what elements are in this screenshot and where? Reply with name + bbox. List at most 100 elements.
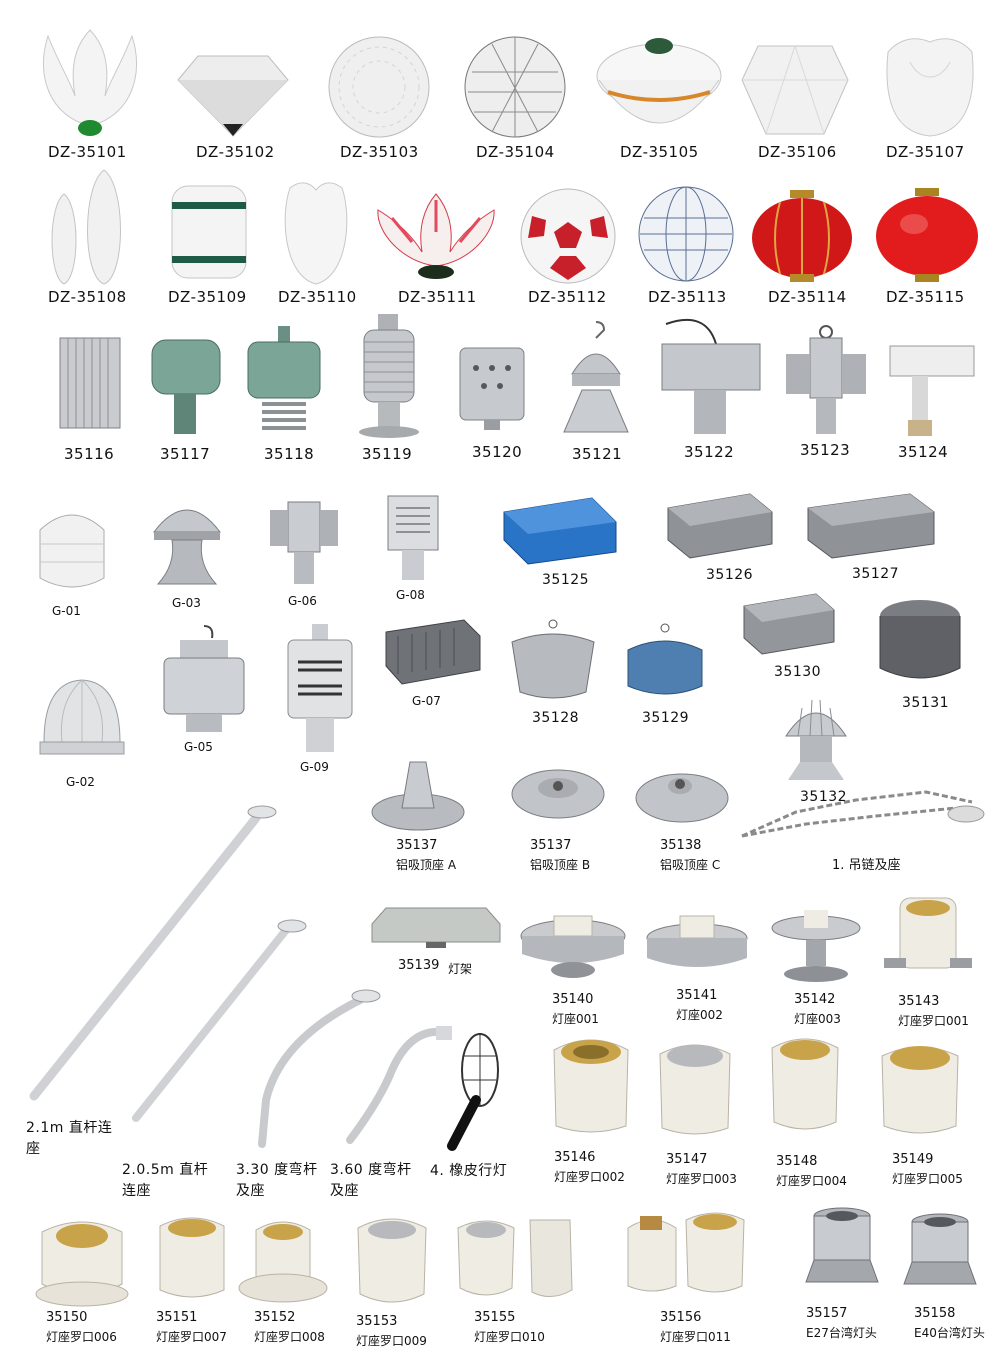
product-desc: 灯座罗口007: [156, 1330, 227, 1344]
product-code: 35152: [254, 1310, 296, 1325]
product-code: 35123: [800, 441, 851, 459]
socket-base-image: [520, 915, 626, 978]
product-code: DZ-35105: [620, 143, 699, 161]
lotus-globe-image: [42, 29, 138, 136]
finned-dome-image: [785, 699, 847, 780]
product-desc: 灯座罗口006: [46, 1330, 117, 1344]
product-code: 35155: [474, 1310, 516, 1325]
product-desc: 灯座罗口002: [554, 1170, 625, 1184]
product-code: 35122: [684, 443, 735, 461]
product-code: G-08: [396, 588, 425, 602]
rod-label: 4. 橡皮行灯: [430, 1163, 508, 1179]
tulip-globe-image: [886, 38, 974, 137]
rod-label: 2.1m 直杆连座: [26, 1120, 113, 1157]
product-code: DZ-35111: [398, 288, 477, 306]
rectangular-housing-image: [661, 319, 761, 434]
product-code: DZ-35103: [340, 143, 419, 161]
product-desc: 1. 吊链及座: [832, 858, 901, 873]
product-code: 35140: [552, 992, 594, 1007]
mushroom-housing-image: [152, 509, 222, 585]
product-code: 35137: [396, 838, 438, 853]
product-desc: 铝吸顶座 B: [530, 858, 591, 872]
finned-column-image: [359, 314, 419, 438]
banded-cylinder-image: [171, 185, 247, 279]
product-code: G-07: [412, 694, 441, 708]
product-code: 35121: [572, 445, 623, 463]
product-code: 35125: [542, 572, 590, 588]
porcelain-socket-image: [238, 1221, 328, 1303]
product-code: 35141: [676, 988, 718, 1003]
product-code: DZ-35112: [528, 288, 607, 306]
product-code: DZ-35108: [48, 288, 127, 306]
ballast-box-image: [807, 493, 935, 559]
ceiling-mount-image: [371, 761, 465, 831]
socket-base-image: [771, 910, 861, 982]
perforated-can-image: [459, 347, 525, 430]
porcelain-socket-image: [159, 1217, 225, 1298]
product-code: 35124: [898, 443, 949, 461]
track-adapter-image: [889, 345, 975, 436]
rod-label: 3.60 度弯杆及座: [330, 1162, 412, 1199]
product-desc: 灯座罗口008: [254, 1330, 325, 1344]
silver-housing-image: [511, 619, 595, 699]
porcelain-socket-image: [881, 1046, 959, 1134]
soccer-ball-image: [520, 188, 616, 284]
product-code: 35129: [642, 710, 690, 726]
porcelain-socket-image: [553, 1039, 629, 1133]
rod-label: 2.0.5m 直杆连座: [122, 1162, 209, 1199]
product-desc: 灯座罗口005: [892, 1172, 963, 1186]
product-desc: 灯架: [448, 962, 473, 976]
product-code: G-02: [66, 775, 95, 789]
red-lotus-image: [377, 193, 495, 279]
product-desc: 灯座003: [794, 1012, 841, 1026]
product-code: G-01: [52, 604, 81, 618]
grid-sphere-image: [638, 186, 734, 282]
lamp-rack-image: [371, 907, 501, 948]
dark-canister-image: [879, 600, 961, 679]
ceiling-mount-image: [511, 769, 605, 819]
hexagonal-globe-image: [741, 44, 849, 135]
dome-housing-image: [39, 679, 125, 755]
product-code: 35147: [666, 1152, 708, 1167]
product-code: 35153: [356, 1314, 398, 1329]
product-desc: 灯座罗口003: [666, 1172, 737, 1186]
product-code: 35118: [264, 445, 315, 463]
product-desc: 灯座罗口001: [898, 1014, 969, 1028]
product-code: 35116: [64, 445, 115, 463]
product-code: G-06: [288, 594, 317, 608]
ribbed-box-image: [385, 619, 481, 685]
diamond-globe-image: [177, 55, 289, 137]
product-code: 35131: [902, 695, 950, 711]
product-code: 35130: [774, 664, 822, 680]
product-code: 35120: [472, 443, 523, 461]
porcelain-socket-image: [35, 1221, 129, 1307]
product-code: G-05: [184, 740, 213, 754]
metal-lampholder-image: [903, 1213, 977, 1285]
product-code: 35132: [800, 789, 848, 805]
product-code: DZ-35107: [886, 143, 965, 161]
porcelain-socket-pair-image: [457, 1219, 573, 1297]
geodesic-sphere-image: [464, 36, 566, 138]
product-desc: 灯座罗口011: [660, 1330, 731, 1344]
ufo-globe-image: [596, 38, 722, 124]
finned-heatsink-image: [59, 337, 121, 429]
pendant-housing-image: [563, 321, 629, 433]
product-code: 35150: [46, 1310, 88, 1325]
boxy-housing-image: [163, 625, 245, 732]
green-housing-image: [151, 339, 221, 434]
winged-housing-image: [270, 501, 338, 584]
product-code: 35137: [530, 838, 572, 853]
product-code: 35143: [898, 994, 940, 1009]
product-code: 35139: [398, 958, 440, 973]
product-code: 35149: [892, 1152, 934, 1167]
ballast-box-image: [743, 593, 835, 655]
product-code: 35126: [706, 567, 754, 583]
rod-label: 3.30 度弯杆及座: [236, 1162, 318, 1199]
product-code: G-03: [172, 596, 201, 610]
lantern-housing-image: [287, 624, 353, 752]
red-lantern-image: [752, 190, 852, 282]
product-code: 35157: [806, 1306, 848, 1321]
porcelain-socket-pair-image: [627, 1212, 745, 1293]
product-code: G-09: [300, 760, 329, 774]
porcelain-socket-image: [771, 1038, 839, 1130]
